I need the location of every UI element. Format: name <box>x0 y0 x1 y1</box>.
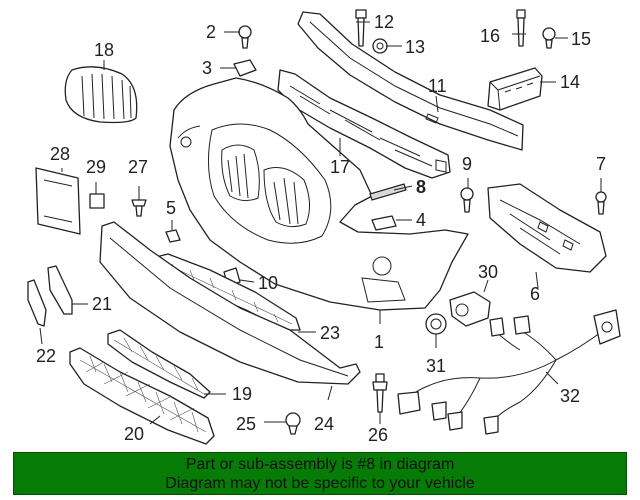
bolt-12-part <box>355 9 367 47</box>
wiring-harness-32-part <box>397 309 621 435</box>
callout-12: 12 <box>374 12 394 32</box>
front-spoiler-part <box>99 221 361 385</box>
energy-absorber-part <box>277 69 451 179</box>
side-bracket-part <box>487 67 543 111</box>
callout-16: 16 <box>480 26 500 46</box>
leader-lines <box>39 21 602 425</box>
callout-labels: 12 13 16 15 2 3 11 14 18 17 28 29 27 9 7… <box>36 12 606 445</box>
side-guide-bracket-part <box>487 183 607 273</box>
callout-5: 5 <box>166 198 176 218</box>
callout-31: 31 <box>426 356 446 376</box>
clip-3-part <box>233 59 257 77</box>
bolt-16-part <box>516 9 526 47</box>
clip-part <box>89 193 105 209</box>
bolt-9-part <box>460 187 474 213</box>
license-plate-bracket-part <box>35 167 81 235</box>
callout-1: 1 <box>374 332 384 352</box>
callout-20: 20 <box>124 424 144 444</box>
parking-sensor-30-part <box>449 291 491 327</box>
callout-6: 6 <box>530 284 540 304</box>
callout-18: 18 <box>94 40 114 60</box>
bolt-26-part <box>372 373 388 413</box>
callout-3: 3 <box>202 58 212 78</box>
push-pin-part <box>131 199 147 217</box>
callout-2: 2 <box>206 22 216 42</box>
nut-13-part <box>372 38 388 54</box>
callout-14: 14 <box>560 72 580 92</box>
grille-insert-19-part <box>107 329 211 399</box>
lower-grille-20-part <box>69 347 215 445</box>
callout-15: 15 <box>571 29 591 49</box>
callout-24: 24 <box>314 414 334 434</box>
banner-line-1: Part or sub-assembly is #8 in diagram <box>185 455 455 473</box>
callout-27: 27 <box>128 157 148 177</box>
bumper-cover-part <box>169 77 469 311</box>
callout-9: 9 <box>462 154 472 174</box>
callout-4: 4 <box>416 210 426 230</box>
callout-26: 26 <box>368 425 388 445</box>
callout-10: 10 <box>258 273 278 293</box>
callout-8: 8 <box>416 177 426 197</box>
banner-line-2: Diagram may not be specific to your vehi… <box>165 474 475 492</box>
callout-7: 7 <box>596 154 606 174</box>
callout-32: 32 <box>560 386 580 406</box>
impact-bar-part <box>297 11 524 151</box>
callout-13: 13 <box>405 37 425 57</box>
side-trim-21-part <box>47 265 73 315</box>
callout-28: 28 <box>50 144 70 164</box>
callout-30: 30 <box>478 262 498 282</box>
screw-15-part <box>542 27 556 49</box>
bracket-5-part <box>165 229 181 243</box>
sensor-ring-31-part <box>425 313 447 335</box>
callout-21: 21 <box>92 294 112 314</box>
callout-19: 19 <box>232 384 252 404</box>
callout-29: 29 <box>86 157 106 177</box>
side-trim-22-part <box>27 279 47 327</box>
callout-17: 17 <box>330 157 350 177</box>
callout-11: 11 <box>428 76 447 96</box>
callout-25: 25 <box>236 414 256 434</box>
screw-2-part <box>238 25 252 49</box>
clip-25-part <box>285 412 301 435</box>
kidney-grille-part <box>64 66 138 124</box>
callout-22: 22 <box>36 346 56 366</box>
bracket-8-part <box>369 183 407 201</box>
callout-23: 23 <box>320 323 340 343</box>
bolt-7-part <box>595 191 607 215</box>
cover-4-part <box>371 215 397 231</box>
parts-diagram: 12 13 16 15 2 3 11 14 18 17 28 29 27 9 7… <box>27 9 621 445</box>
info-banner: Part or sub-assembly is #8 in diagram Di… <box>13 452 627 495</box>
